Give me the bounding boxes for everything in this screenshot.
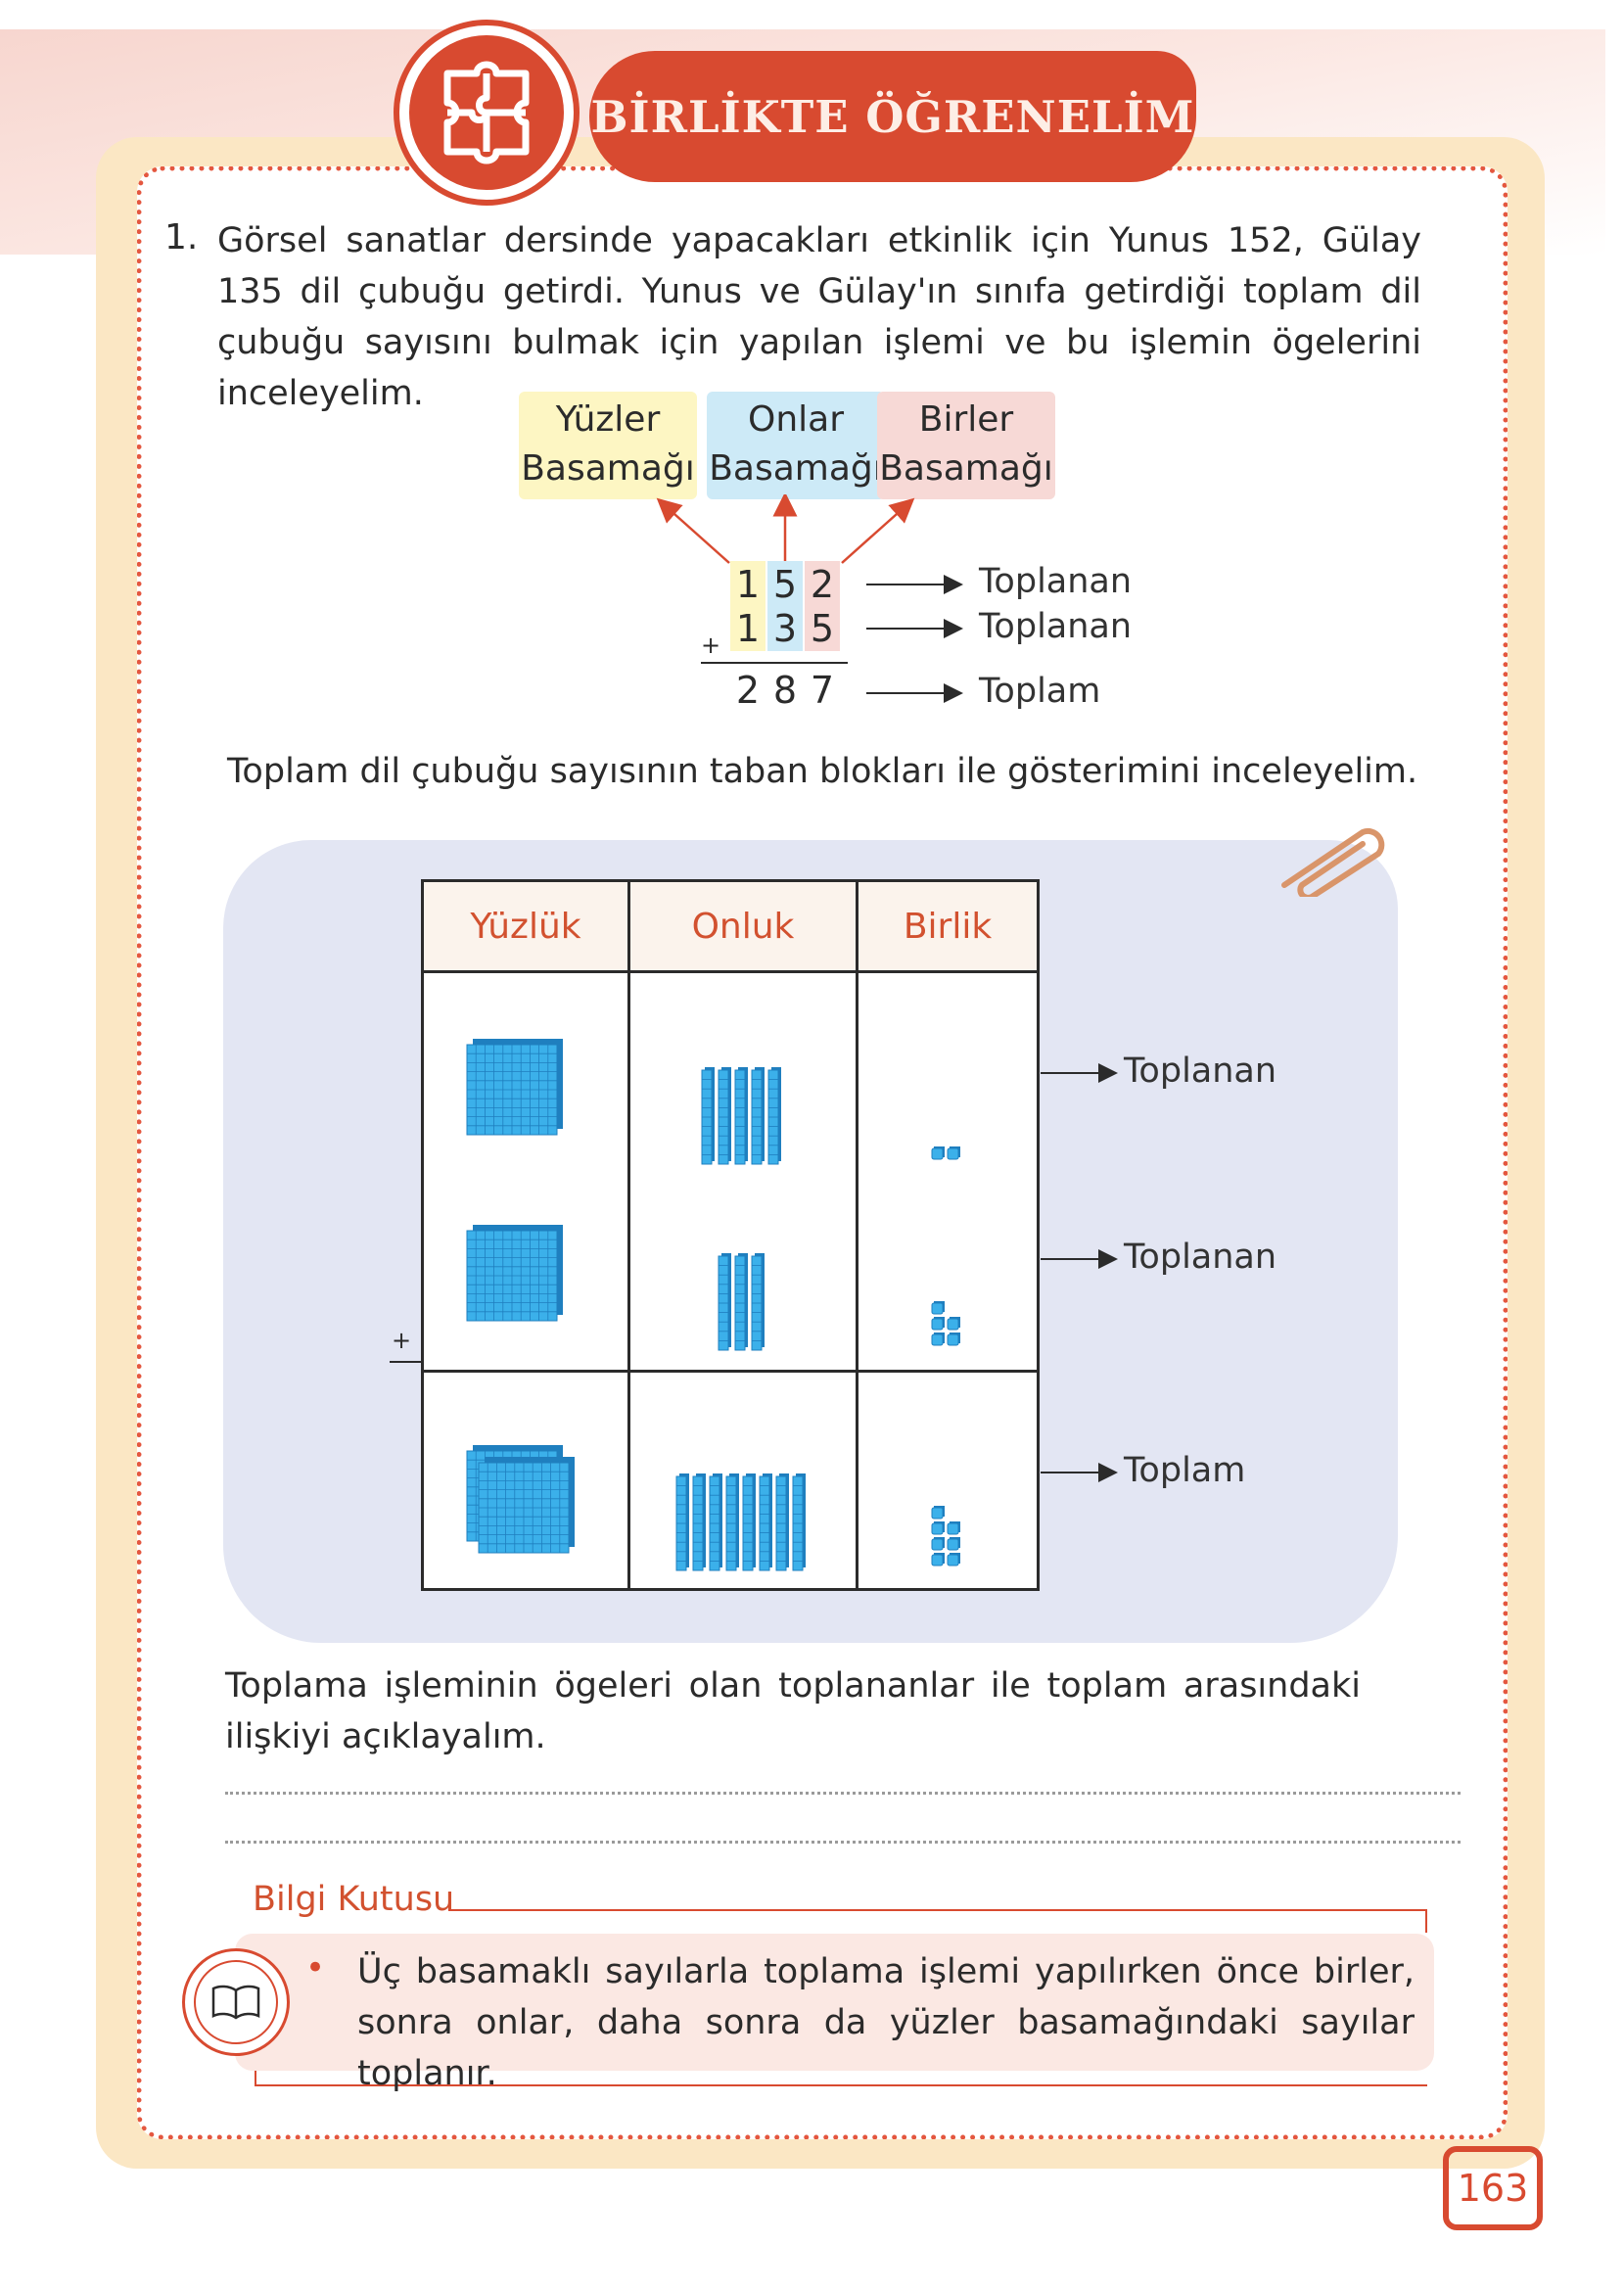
addend1-digit: 1 (735, 563, 761, 606)
open-book-icon (211, 1985, 260, 2020)
addend-label: Toplanan (979, 607, 1133, 646)
ones-unit-blocks (931, 1300, 960, 1345)
ones-cell (858, 986, 1037, 1358)
sum-line (701, 662, 848, 664)
hundreds-cell (424, 986, 627, 1358)
addend1-digit: 5 (772, 563, 798, 606)
place-label-line1: Onlar (747, 399, 844, 440)
info-box-text: Üç basamaklı sayılarla toplama işlemi ya… (357, 1952, 1415, 2093)
place-label-line2: Basamağı (879, 448, 1053, 489)
col-header-hundreds: Yüzlük (421, 879, 630, 973)
book-icon-ring (194, 1960, 278, 2044)
puzzle-logo-icon (409, 35, 564, 190)
blocks-intro-text: Toplam dil çubuğu sayısının taban blokla… (227, 752, 1418, 791)
addend2-digit: 1 (735, 607, 761, 650)
addend-label: Toplanan (979, 562, 1133, 601)
place-label-line1: Birler (918, 399, 1014, 440)
answer-line[interactable] (225, 1841, 1461, 1844)
place-label-line1: Yüzler (555, 399, 661, 440)
relation-question: Toplama işleminin ögeleri olan toplananl… (225, 1666, 1361, 1756)
ones-column-highlight (805, 561, 840, 651)
ones-unit-blocks (931, 1506, 960, 1566)
sum-tens-cell (630, 1382, 856, 1578)
table-label-arrows (1041, 1063, 1118, 1482)
info-box-title: Bilgi Kutusu (253, 1880, 455, 1919)
place-arrows (656, 494, 915, 564)
sum-digit: 2 (735, 669, 761, 712)
ones-unit-blocks (931, 1146, 960, 1159)
row-label-addend: Toplanan (1124, 1238, 1277, 1277)
info-box (235, 1934, 1434, 2071)
page-number: 163 (1443, 2146, 1543, 2230)
tens-column-highlight (767, 561, 803, 651)
info-box-frame-top (448, 1909, 1427, 1933)
paperclip-icon (1281, 827, 1385, 897)
answer-line[interactable] (225, 1792, 1461, 1795)
tens-place-box: Onlar Basamağı (707, 392, 885, 499)
sum-digit: 7 (810, 669, 835, 712)
addend2-digit: 5 (810, 607, 835, 650)
label-arrows (866, 575, 963, 703)
info-box-frame-bottom (255, 2071, 1427, 2086)
base-blocks-table: Yüzlük Onluk Birlik (421, 879, 1040, 1591)
table-sum-line (390, 1361, 423, 1363)
place-label-line2: Basamağı (521, 448, 695, 489)
question-number: 1. (164, 217, 199, 257)
addend2-digit: 3 (772, 607, 798, 650)
hundreds-flat-blocks (466, 1038, 563, 1135)
table-header-row: Yüzlük Onluk Birlik (421, 879, 1040, 973)
book-icon (182, 1948, 290, 2056)
hundreds-flat-blocks (466, 1445, 575, 1554)
ones-place-box: Birler Basamağı (877, 392, 1055, 499)
sum-ones-cell (858, 1382, 1037, 1578)
row-label-addend: Toplanan (1124, 1052, 1277, 1091)
tens-rod-blocks (675, 1473, 806, 1571)
tens-rod-blocks (701, 1066, 781, 1164)
hundreds-place-box: Yüzler Basamağı (519, 392, 697, 499)
sum-row (421, 1370, 1040, 1591)
tens-rod-blocks (718, 1252, 765, 1350)
sum-digit: 8 (772, 669, 798, 712)
col-header-ones: Birlik (856, 879, 1040, 973)
hundreds-flat-blocks (466, 1224, 563, 1321)
bullet: • (305, 1948, 326, 1987)
place-label-line2: Basamağı (709, 448, 883, 489)
plus-sign: + (701, 631, 721, 659)
table-plus-sign: + (392, 1327, 412, 1354)
addend1-digit: 2 (810, 563, 835, 606)
hundreds-column-highlight (730, 561, 766, 651)
sum-hundreds-cell (424, 1382, 627, 1578)
sum-label: Toplam (979, 672, 1101, 711)
row-label-sum: Toplam (1124, 1451, 1246, 1490)
tens-cell (630, 986, 856, 1358)
addends-row (421, 970, 1040, 1373)
question-text: Görsel sanatlar dersinde yapacakları etk… (217, 221, 1421, 413)
col-header-tens: Onluk (627, 879, 858, 973)
page-title: BİRLİKTE ÖĞRENELİM (589, 51, 1196, 182)
